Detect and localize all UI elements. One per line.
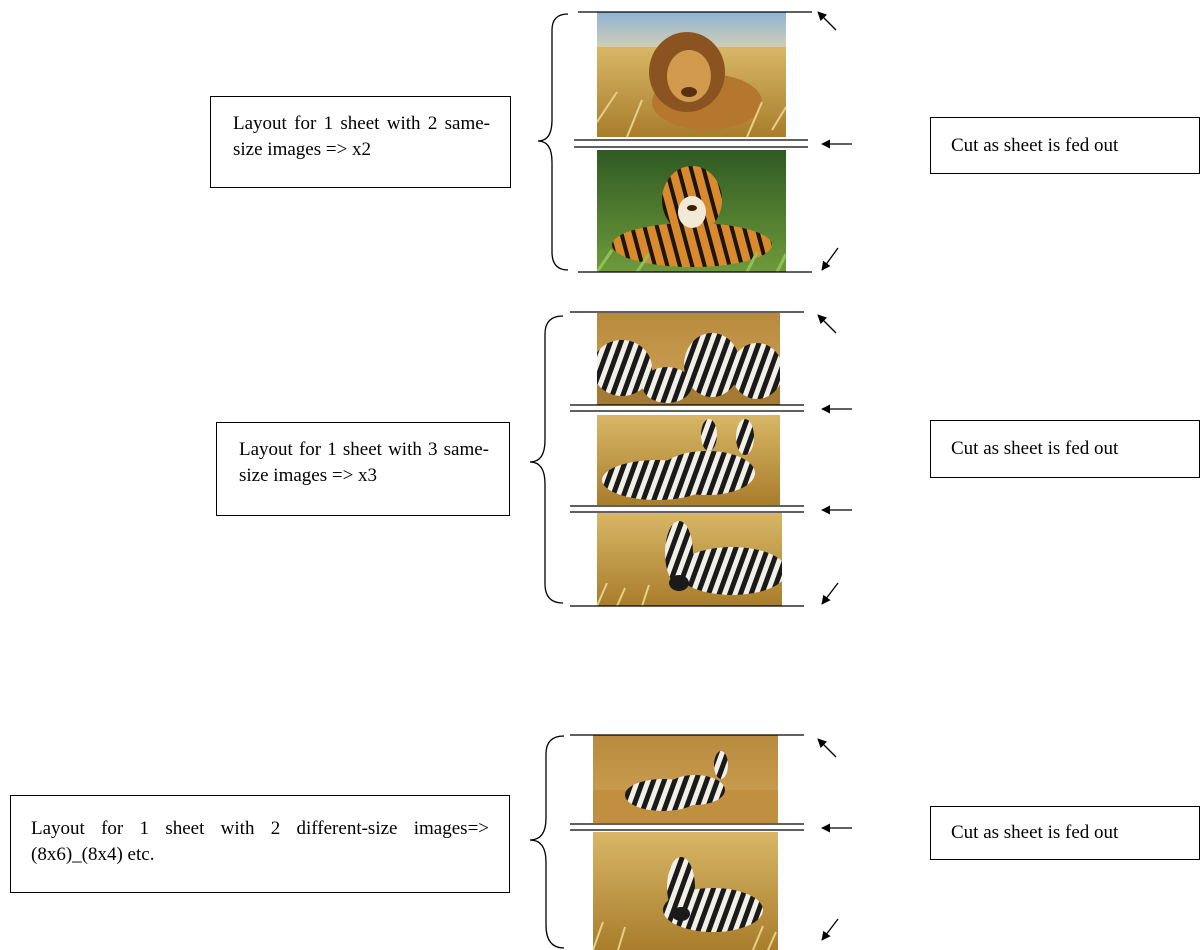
brace-2: [529, 315, 564, 604]
cut-label-2-text: Cut as sheet is fed out: [951, 438, 1119, 459]
arrow-bottom-1: [821, 247, 839, 271]
lion-photo: [597, 12, 786, 137]
zebra-standing-photo: [593, 832, 778, 950]
cut-label-3-text: Cut as sheet is fed out: [951, 822, 1119, 843]
cut-label-2: Cut as sheet is fed out: [930, 420, 1200, 478]
tiger-photo: [597, 150, 786, 272]
layout-label-1-text: Layout for 1 sheet with 2 same-size imag…: [233, 113, 490, 160]
cut-label-1-text: Cut as sheet is fed out: [951, 134, 1119, 156]
arrow-bottom-2: [821, 582, 839, 605]
layout-label-3-text: Layout for 1 sheet with 2 different-size…: [31, 818, 489, 865]
arrow-bottom-3: [821, 918, 839, 941]
zebra-herd-photo: [597, 313, 780, 405]
layout-label-2-text: Layout for 1 sheet with 3 same-size imag…: [239, 439, 489, 486]
layout-label-2: Layout for 1 sheet with 3 same-size imag…: [216, 422, 510, 516]
cut-label-3: Cut as sheet is fed out: [930, 806, 1200, 860]
brace-3: [529, 735, 565, 949]
arrow-top-1: [817, 11, 837, 31]
zebra-grass-photo: [597, 513, 782, 606]
two-zebras-photo: [597, 415, 780, 505]
layout-label-3: Layout for 1 sheet with 2 different-size…: [10, 795, 510, 893]
brace-1: [537, 13, 569, 271]
arrow-top-3: [817, 738, 837, 758]
layout-label-1: Layout for 1 sheet with 2 same-size imag…: [210, 96, 511, 188]
two-zebras-field-photo: [593, 735, 778, 823]
arrow-top-2: [817, 314, 837, 334]
